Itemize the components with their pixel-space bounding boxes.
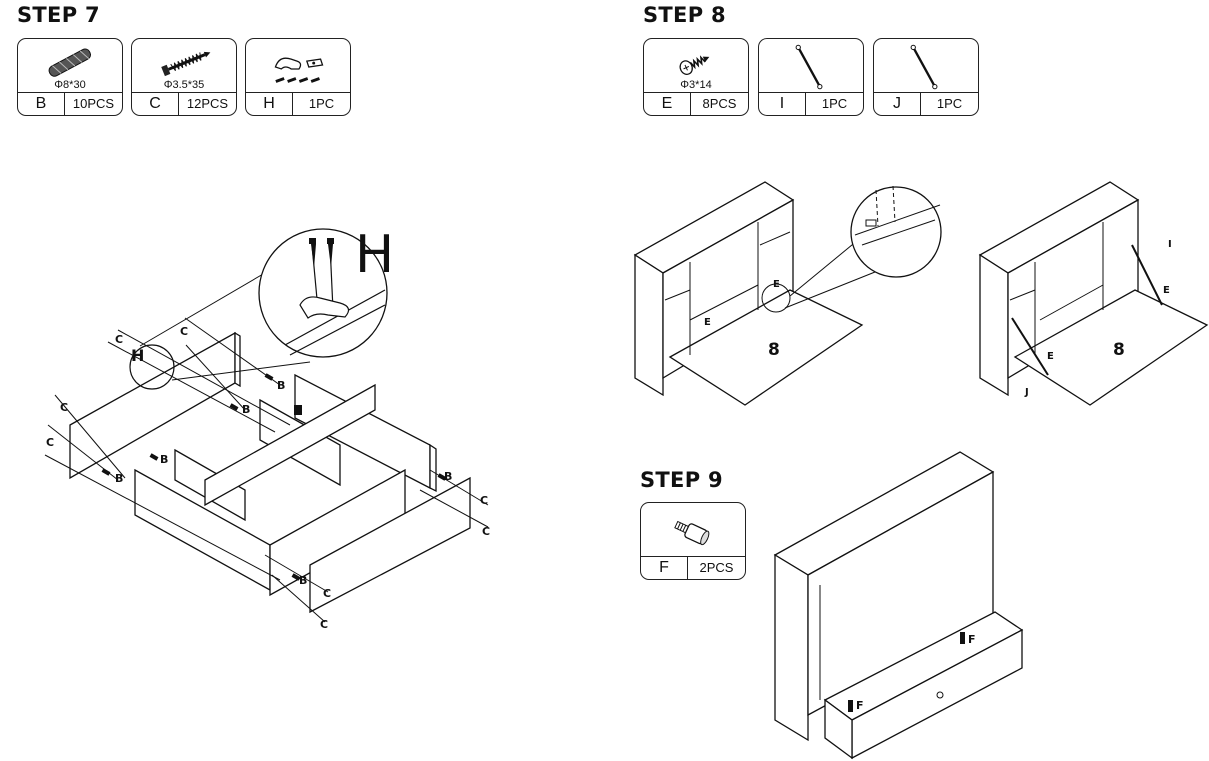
- part-quantity: 10PCS: [72, 96, 115, 111]
- callout-c: C: [115, 333, 123, 346]
- callout-b: B: [160, 453, 168, 466]
- part-quantity: 1PC: [308, 96, 335, 111]
- part-letter: F: [641, 557, 688, 579]
- wood-screw-icon: [161, 51, 211, 77]
- part-dimension: Φ3*14: [680, 79, 712, 91]
- part-quantity: 8PCS: [702, 96, 737, 111]
- wooden-dowel-icon: [48, 48, 91, 77]
- callout-c: C: [480, 494, 488, 507]
- callout-e: E: [704, 317, 711, 328]
- part-card-b: Φ8*30 B 10PCS: [17, 38, 123, 116]
- callout-c: C: [320, 618, 328, 631]
- part-quantity: 1PC: [936, 96, 963, 111]
- part-card-e: Φ3*14 E 8PCS: [643, 38, 749, 116]
- part-card-h: H 1PC: [245, 38, 351, 116]
- part-quantity: 2PCS: [699, 560, 734, 575]
- callout-i: I: [1168, 239, 1172, 250]
- step-7-title: STEP 7: [17, 3, 100, 27]
- callout-e: E: [773, 279, 780, 290]
- short-screw-icon: [679, 55, 710, 75]
- part-letter: B: [18, 93, 65, 115]
- part-card-j: J 1PC: [873, 38, 979, 116]
- support-stay-icon: [795, 44, 823, 90]
- callout-b: B: [299, 574, 307, 587]
- part-letter: E: [644, 93, 691, 115]
- panel-label: 8: [768, 340, 780, 360]
- callout-e: E: [1163, 285, 1170, 296]
- callout-b: B: [242, 403, 250, 416]
- callout-c: C: [60, 401, 68, 414]
- step-8-title: STEP 8: [643, 3, 726, 27]
- part-letter: H: [246, 93, 293, 115]
- part-card-f: F 2PCS: [640, 502, 746, 580]
- part-dimension: Φ8*30: [54, 79, 86, 91]
- part-card-c: Φ3.5*35 C 12PCS: [131, 38, 237, 116]
- callout-h-large: H: [355, 225, 394, 285]
- panel-label: 8: [1113, 340, 1125, 360]
- hinge-hook-icon: [274, 57, 324, 83]
- callout-f: F: [968, 633, 976, 646]
- part-quantity: 1PC: [821, 96, 848, 111]
- callout-c: C: [323, 587, 331, 600]
- callout-b: B: [444, 470, 452, 483]
- step-7-assembly-drawing: C C C C C C C C B B B B B B H H: [44, 225, 490, 631]
- callout-c: C: [482, 525, 490, 538]
- knob-icon: [674, 520, 710, 546]
- callout-f: F: [856, 699, 864, 712]
- callout-c: C: [46, 436, 54, 449]
- part-letter: C: [132, 93, 179, 115]
- callout-h: H: [131, 346, 144, 365]
- part-card-i: I 1PC: [758, 38, 864, 116]
- callout-b: B: [277, 379, 285, 392]
- callout-j: J: [1024, 387, 1029, 398]
- step-9-title: STEP 9: [640, 468, 723, 492]
- callout-c: C: [180, 325, 188, 338]
- support-stay-icon: [910, 44, 938, 90]
- callout-b: B: [115, 472, 123, 485]
- part-dimension: Φ3.5*35: [163, 79, 205, 91]
- part-letter: J: [874, 93, 921, 115]
- callout-e: E: [1047, 351, 1054, 362]
- part-quantity: 12PCS: [186, 96, 229, 111]
- part-letter: I: [759, 93, 806, 115]
